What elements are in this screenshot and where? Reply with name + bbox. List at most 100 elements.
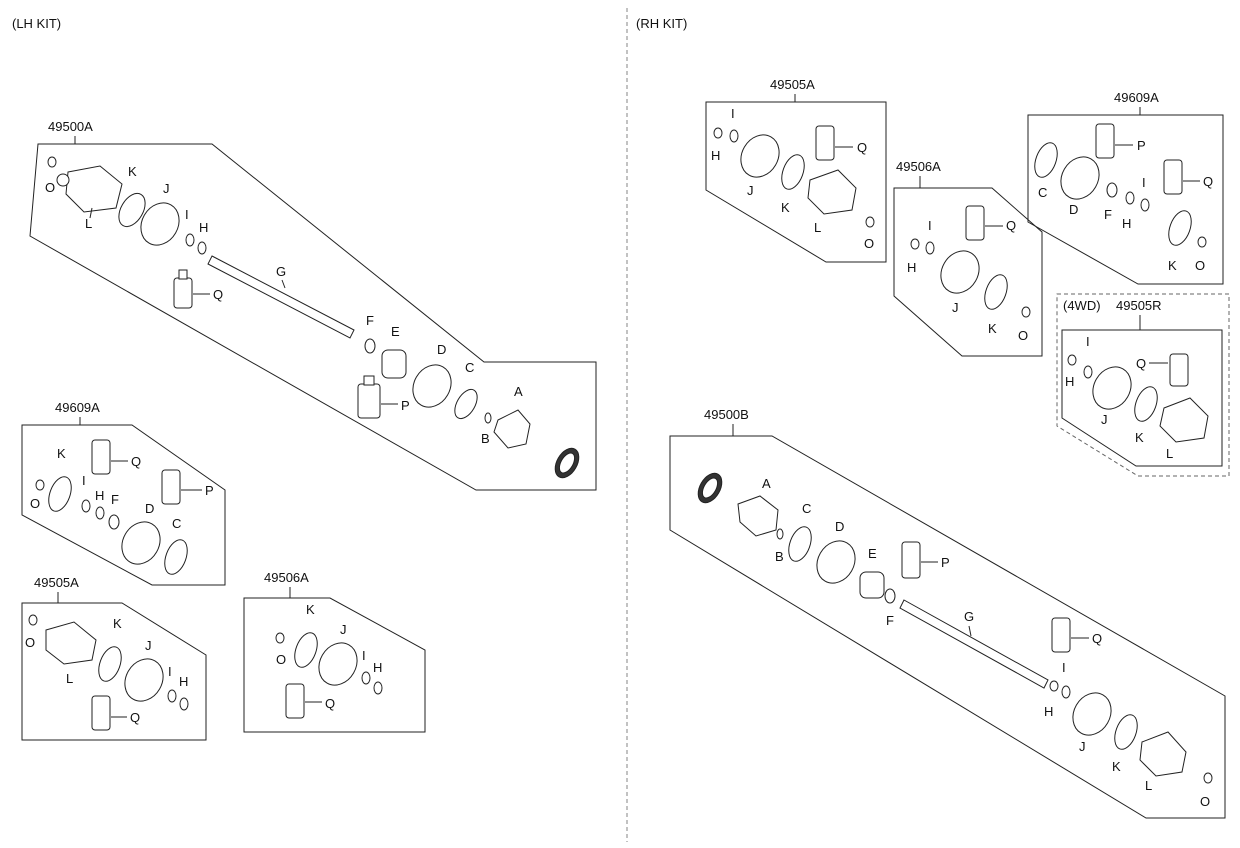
boot-J bbox=[124, 658, 164, 702]
boot-D bbox=[121, 521, 161, 565]
callout-O: O bbox=[1018, 328, 1028, 343]
band-K bbox=[984, 274, 1008, 310]
callout-J: J bbox=[952, 300, 959, 315]
lh-kit-49609A: 49609A O K Q P I H F D C bbox=[21, 400, 226, 586]
bearing-E bbox=[381, 349, 407, 379]
kit-number: 49500A bbox=[48, 119, 93, 134]
band-C bbox=[454, 388, 478, 420]
callout-I: I bbox=[362, 648, 366, 663]
callout-H: H bbox=[1065, 374, 1074, 389]
grease-Q bbox=[815, 125, 835, 161]
callout-L: L bbox=[1166, 446, 1173, 461]
callout-Q: Q bbox=[131, 454, 141, 469]
callout-O: O bbox=[276, 652, 286, 667]
band-K bbox=[98, 646, 122, 682]
callout-F: F bbox=[111, 492, 119, 507]
outer-joint-L bbox=[1139, 731, 1187, 777]
rh-kit-heading: (RH KIT) bbox=[636, 16, 687, 31]
outer-joint-L bbox=[1159, 397, 1209, 443]
callout-I: I bbox=[1062, 660, 1066, 675]
callout-K: K bbox=[1112, 759, 1121, 774]
callout-Q: Q bbox=[130, 710, 140, 725]
band-K bbox=[1168, 210, 1192, 246]
callout-K: K bbox=[306, 602, 315, 617]
band-K bbox=[118, 192, 146, 228]
rh-kit-49505R: (4WD) 49505R H I J K Q L bbox=[1056, 293, 1230, 477]
grease-Q bbox=[91, 439, 111, 475]
callout-C: C bbox=[1038, 185, 1047, 200]
inner-joint-A bbox=[737, 495, 779, 537]
kit-number: 49505R bbox=[1116, 298, 1162, 313]
callout-G: G bbox=[964, 609, 974, 624]
boot-D bbox=[412, 364, 452, 408]
inner-joint-A bbox=[493, 409, 531, 449]
callout-F: F bbox=[886, 613, 894, 628]
callout-K: K bbox=[781, 200, 790, 215]
callout-P: P bbox=[941, 555, 950, 570]
callout-I: I bbox=[1086, 334, 1090, 349]
callout-O: O bbox=[864, 236, 874, 251]
grease-P bbox=[161, 469, 181, 505]
callout-Q: Q bbox=[1092, 631, 1102, 646]
grease-Q bbox=[1051, 617, 1071, 653]
callout-H: H bbox=[1122, 216, 1131, 231]
lh-kit-49505A: 49505A O L K J I H Q bbox=[21, 575, 207, 741]
rh-kit-49506A: 49506A H I Q J K O bbox=[893, 159, 1043, 357]
band-C bbox=[1034, 142, 1058, 178]
kit-number: 49505A bbox=[34, 575, 79, 590]
kit-number: 49500B bbox=[704, 407, 749, 422]
boot-J bbox=[940, 250, 980, 294]
kit-number: 49505A bbox=[770, 77, 815, 92]
callout-A: A bbox=[762, 476, 771, 491]
grease-P bbox=[901, 541, 921, 579]
grease-P bbox=[1095, 123, 1115, 159]
callout-H: H bbox=[711, 148, 720, 163]
lh-kit-49506A: 49506A O K J I H Q bbox=[243, 570, 426, 733]
boot-J bbox=[318, 642, 358, 686]
callout-K: K bbox=[1168, 258, 1177, 273]
callout-E: E bbox=[868, 546, 877, 561]
callout-D: D bbox=[145, 501, 154, 516]
callout-E: E bbox=[391, 324, 400, 339]
callout-D: D bbox=[835, 519, 844, 534]
rh-kit-49609A: 49609A C D P F H I Q K O bbox=[1027, 90, 1224, 285]
band-K bbox=[1114, 714, 1138, 750]
callout-F: F bbox=[1104, 207, 1112, 222]
callout-Q: Q bbox=[1006, 218, 1016, 233]
kit-number: 49609A bbox=[1114, 90, 1159, 105]
grease-Q bbox=[91, 695, 111, 731]
callout-K: K bbox=[113, 616, 122, 631]
callout-B: B bbox=[775, 549, 784, 564]
callout-K: K bbox=[57, 446, 66, 461]
ring-F bbox=[364, 338, 376, 354]
grease-Q bbox=[965, 205, 985, 241]
callout-O: O bbox=[1200, 794, 1210, 809]
callout-J: J bbox=[1101, 412, 1108, 427]
boot-J bbox=[740, 134, 780, 178]
callout-H: H bbox=[179, 674, 188, 689]
shaft-G bbox=[207, 255, 355, 339]
callout-J: J bbox=[163, 181, 170, 196]
band-K bbox=[1134, 386, 1158, 422]
bearing-E bbox=[859, 571, 885, 599]
outer-joint-L bbox=[45, 621, 97, 665]
outer-joint-L bbox=[65, 165, 123, 213]
callout-Q: Q bbox=[213, 287, 223, 302]
callout-O: O bbox=[30, 496, 40, 511]
kit-number: 49506A bbox=[264, 570, 309, 585]
callout-K: K bbox=[1135, 430, 1144, 445]
clip-B bbox=[484, 412, 492, 424]
rh-kit-49500B: 49500B A B C D E F P G Q H I J K L bbox=[669, 407, 1226, 819]
shaft-G bbox=[899, 599, 1049, 689]
callout-C: C bbox=[802, 501, 811, 516]
callout-J: J bbox=[1079, 739, 1086, 754]
callout-H: H bbox=[1044, 704, 1053, 719]
callout-B: B bbox=[481, 431, 490, 446]
band-K bbox=[294, 632, 318, 668]
callout-J: J bbox=[340, 622, 347, 637]
callout-D: D bbox=[1069, 202, 1078, 217]
grease-Q bbox=[1163, 159, 1183, 195]
callout-I: I bbox=[185, 207, 189, 222]
callout-H: H bbox=[907, 260, 916, 275]
boot-J bbox=[140, 202, 180, 246]
